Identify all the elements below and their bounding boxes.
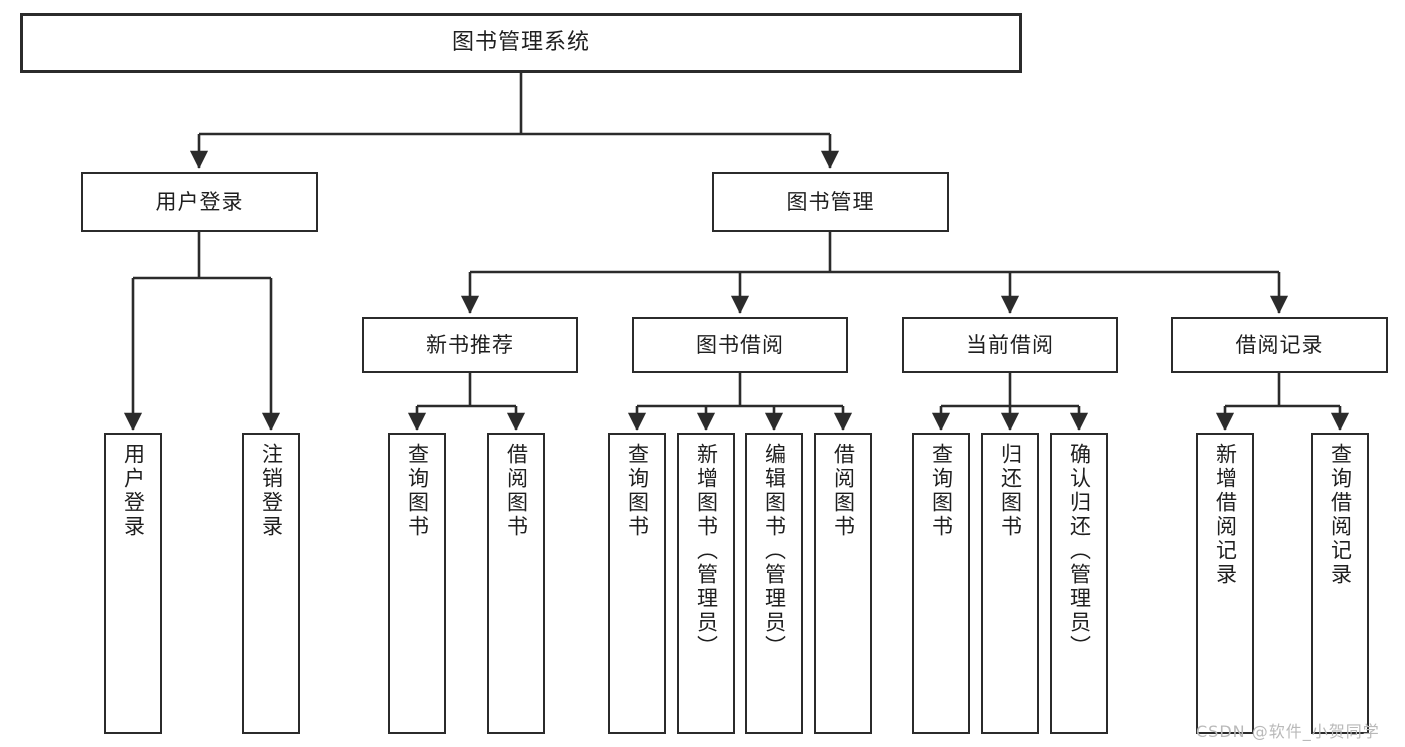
node-current-borrow-label: 当前借阅 [966,332,1054,357]
node-borrow-record[interactable]: 借阅记录 [1171,317,1388,373]
leaf-query-book-3[interactable]: 查询图书 [912,433,970,734]
leaf-borrow-book-2[interactable]: 借阅图书 [814,433,872,734]
leaf-user-login[interactable]: 用户登录 [104,433,162,734]
leaf-logout-login[interactable]: 注销登录 [242,433,300,734]
leaf-borrow-book-1-label: 借阅图书 [504,443,529,539]
leaf-query-record[interactable]: 查询借阅记录 [1311,433,1369,734]
leaf-return-book[interactable]: 归还图书 [981,433,1039,734]
node-new-book-recommend[interactable]: 新书推荐 [362,317,578,373]
leaf-borrow-book-1[interactable]: 借阅图书 [487,433,545,734]
node-book-borrow[interactable]: 图书借阅 [632,317,848,373]
leaf-add-record-label: 新增借阅记录 [1213,443,1238,587]
leaf-edit-book[interactable]: 编辑图书（管理员） [745,433,803,734]
leaf-confirm-return[interactable]: 确认归还（管理员） [1050,433,1108,734]
leaf-return-book-label: 归还图书 [998,443,1023,539]
leaf-edit-book-label: 编辑图书（管理员） [762,443,787,659]
leaf-logout-login-label: 注销登录 [259,443,284,539]
node-new-book-recommend-label: 新书推荐 [426,332,514,357]
leaf-query-book-3-label: 查询图书 [929,443,954,539]
leaf-query-book-1-label: 查询图书 [405,443,430,539]
csdn-watermark: CSDN @软件_小贺同学 [1196,722,1380,741]
node-root-label: 图书管理系统 [451,30,590,56]
leaf-add-record[interactable]: 新增借阅记录 [1196,433,1254,734]
node-borrow-record-label: 借阅记录 [1235,332,1324,357]
leaf-query-book-2-label: 查询图书 [625,443,650,539]
node-user-login-label: 用户登录 [155,189,244,214]
leaf-query-book-2[interactable]: 查询图书 [608,433,666,734]
leaf-query-record-label: 查询借阅记录 [1328,443,1353,587]
node-book-management[interactable]: 图书管理 [712,172,949,232]
leaf-query-book-1[interactable]: 查询图书 [388,433,446,734]
leaf-user-login-label: 用户登录 [121,443,146,539]
node-book-borrow-label: 图书借阅 [696,332,784,357]
node-root[interactable]: 图书管理系统 [20,13,1022,73]
leaf-borrow-book-2-label: 借阅图书 [831,443,856,539]
node-user-login[interactable]: 用户登录 [81,172,318,232]
node-book-management-label: 图书管理 [786,189,875,214]
leaf-add-book-label: 新增图书（管理员） [694,443,719,659]
leaf-confirm-return-label: 确认归还（管理员） [1067,443,1092,659]
node-current-borrow[interactable]: 当前借阅 [902,317,1118,373]
leaf-add-book[interactable]: 新增图书（管理员） [677,433,735,734]
